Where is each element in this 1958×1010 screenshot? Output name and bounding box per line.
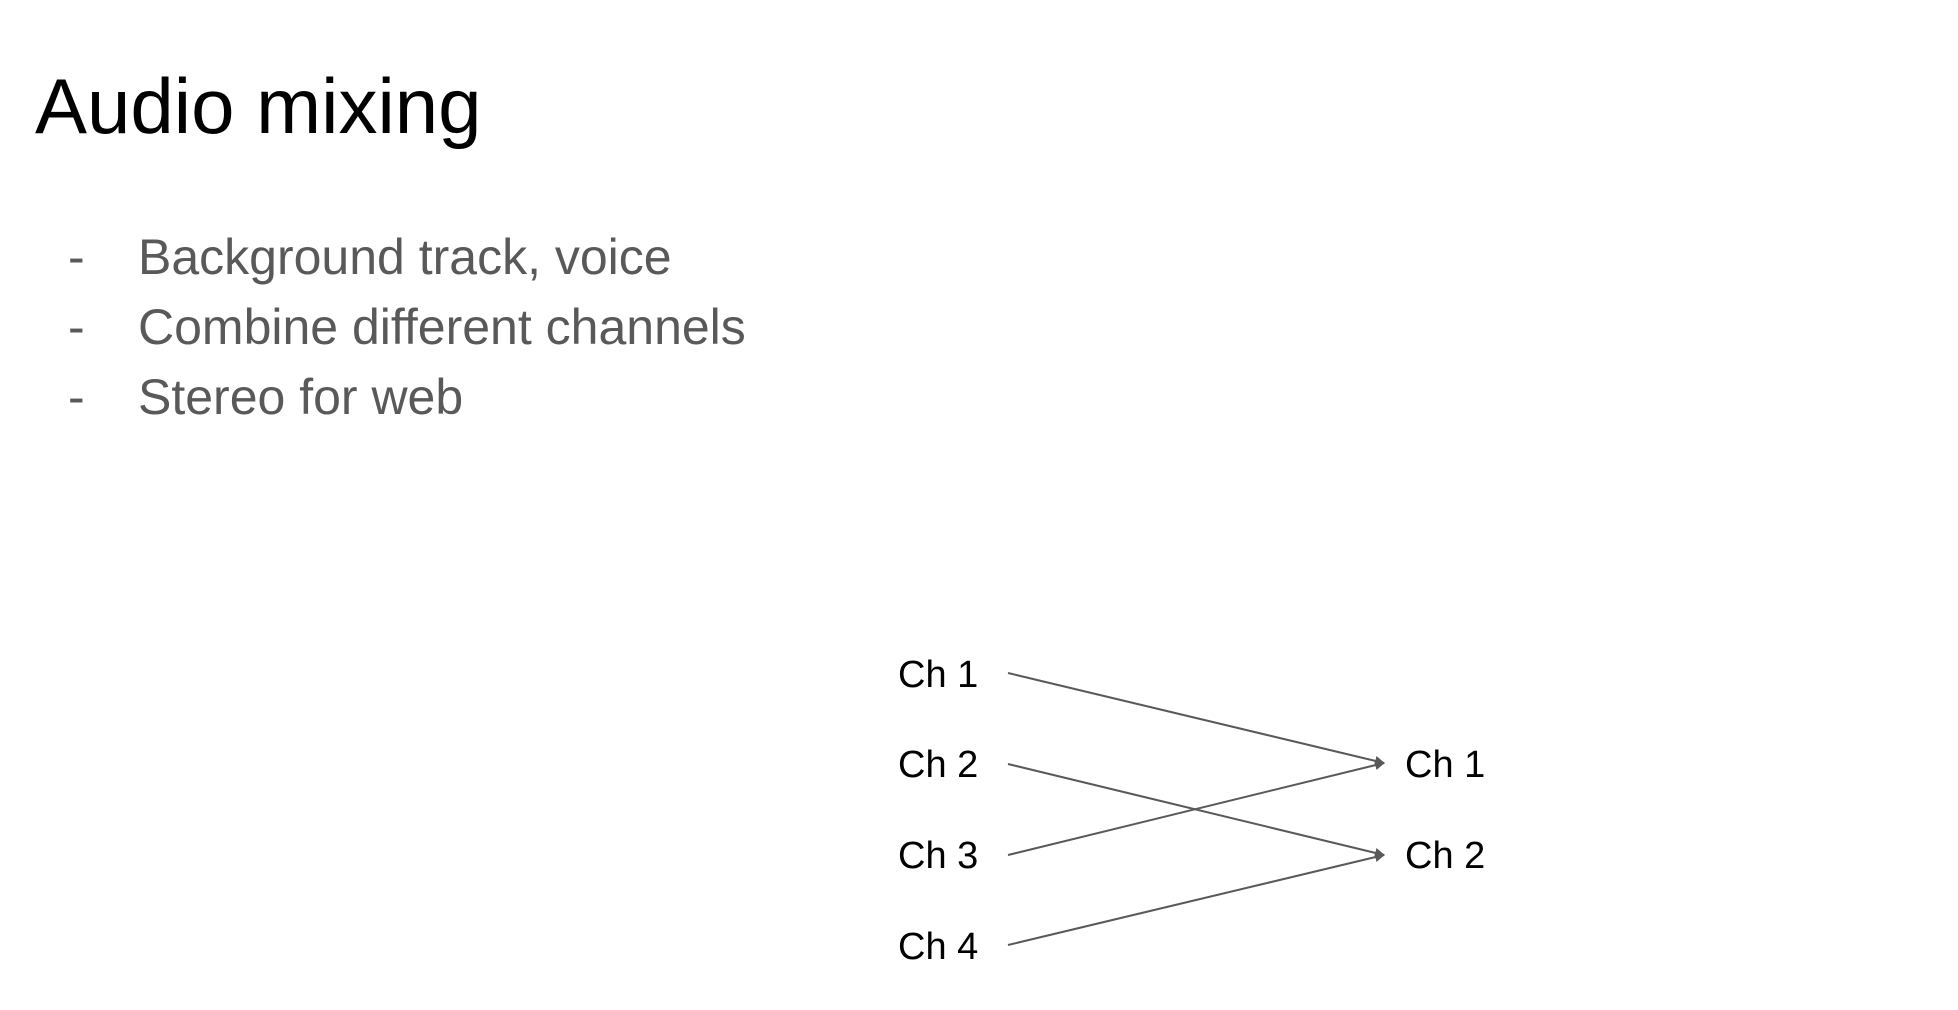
bullet-text: Background track, voice — [138, 229, 672, 285]
bullet-marker: - — [68, 369, 85, 425]
input-channel-4: Ch 4 — [898, 926, 978, 968]
bullet-text: Stereo for web — [138, 369, 464, 425]
bullet-list: -Background track, voice -Combine differ… — [68, 222, 746, 432]
output-channel-2: Ch 2 — [1405, 835, 1485, 877]
input-channel-1: Ch 1 — [898, 654, 978, 696]
connection-arrow-ch1-to-ch1 — [1007, 672, 1385, 766]
connection-arrow-ch4-to-ch2 — [1007, 852, 1385, 946]
connection-arrow-ch2-to-ch2 — [1007, 763, 1385, 858]
bullet-text: Combine different channels — [138, 299, 746, 355]
output-channel-1: Ch 1 — [1405, 744, 1485, 786]
bullet-item: -Combine different channels — [68, 292, 746, 362]
bullet-marker: - — [68, 229, 85, 285]
input-channel-2: Ch 2 — [898, 744, 978, 786]
bullet-marker: - — [68, 299, 85, 355]
slide-title: Audio mixing — [35, 62, 482, 150]
bullet-item: -Stereo for web — [68, 362, 746, 432]
input-channel-3: Ch 3 — [898, 835, 978, 877]
connection-arrow-ch3-to-ch1 — [1007, 760, 1385, 856]
bullet-item: -Background track, voice — [68, 222, 746, 292]
